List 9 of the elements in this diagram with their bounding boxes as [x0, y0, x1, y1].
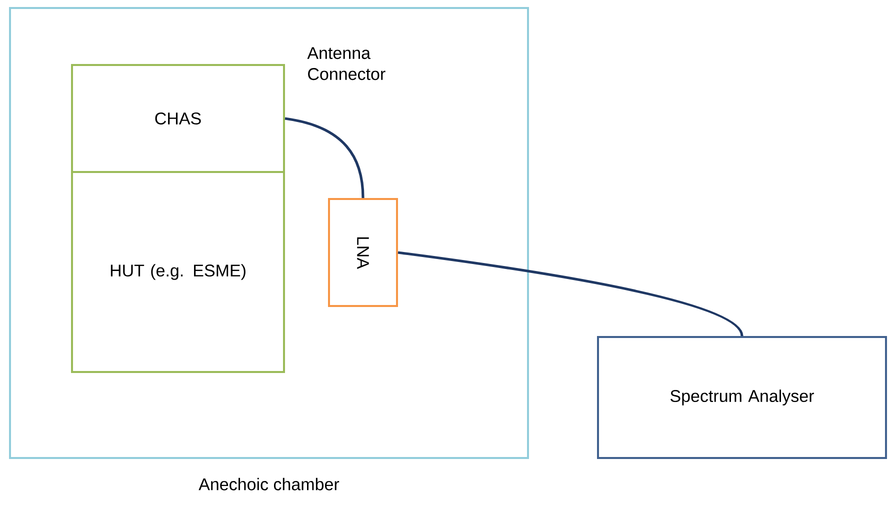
module-box: HUT (e.g. ESME): [71, 171, 285, 373]
analyser-box: Spectrum Analyser: [597, 336, 887, 459]
chamber-label: Anechoic chamber: [198, 478, 340, 490]
connector-label: Antenna Connector: [307, 47, 386, 80]
chamber-box: [9, 7, 529, 459]
cable-line: [284, 117, 364, 198]
amplifier-box: LNA: [328, 198, 398, 307]
cable-line: [398, 251, 744, 337]
module-box: CHAS: [71, 64, 285, 173]
